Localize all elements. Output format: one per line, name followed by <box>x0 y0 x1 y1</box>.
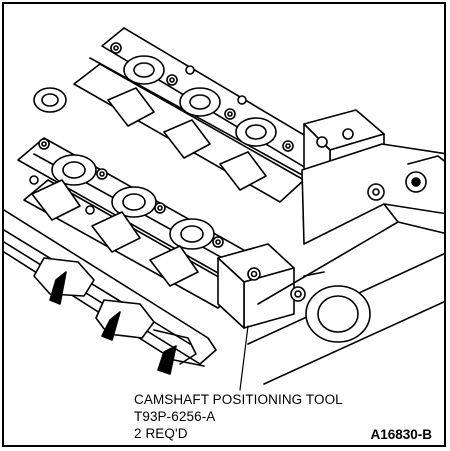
positioning-tool-front <box>217 243 295 329</box>
diagram-frame: CAMSHAFT POSITIONING TOOL T93P-6256-A 2 … <box>2 2 446 447</box>
callout-line-2: T93P-6256-A <box>134 409 216 424</box>
tool-callout: CAMSHAFT POSITIONING TOOL T93P-6256-A 2 … <box>134 391 343 442</box>
left-fitting <box>33 87 67 113</box>
callout-line-1: CAMSHAFT POSITIONING TOOL <box>134 392 343 407</box>
front-seal <box>290 271 371 343</box>
figure-id: A16830-B <box>370 427 432 442</box>
upper-camshaft-bank <box>73 27 337 203</box>
leader-line <box>239 325 249 391</box>
callout-line-3: 2 REQ'D <box>134 426 188 441</box>
head-studs <box>49 271 177 375</box>
engine-illustration <box>4 27 444 391</box>
lower-camshaft-bank <box>17 137 259 309</box>
